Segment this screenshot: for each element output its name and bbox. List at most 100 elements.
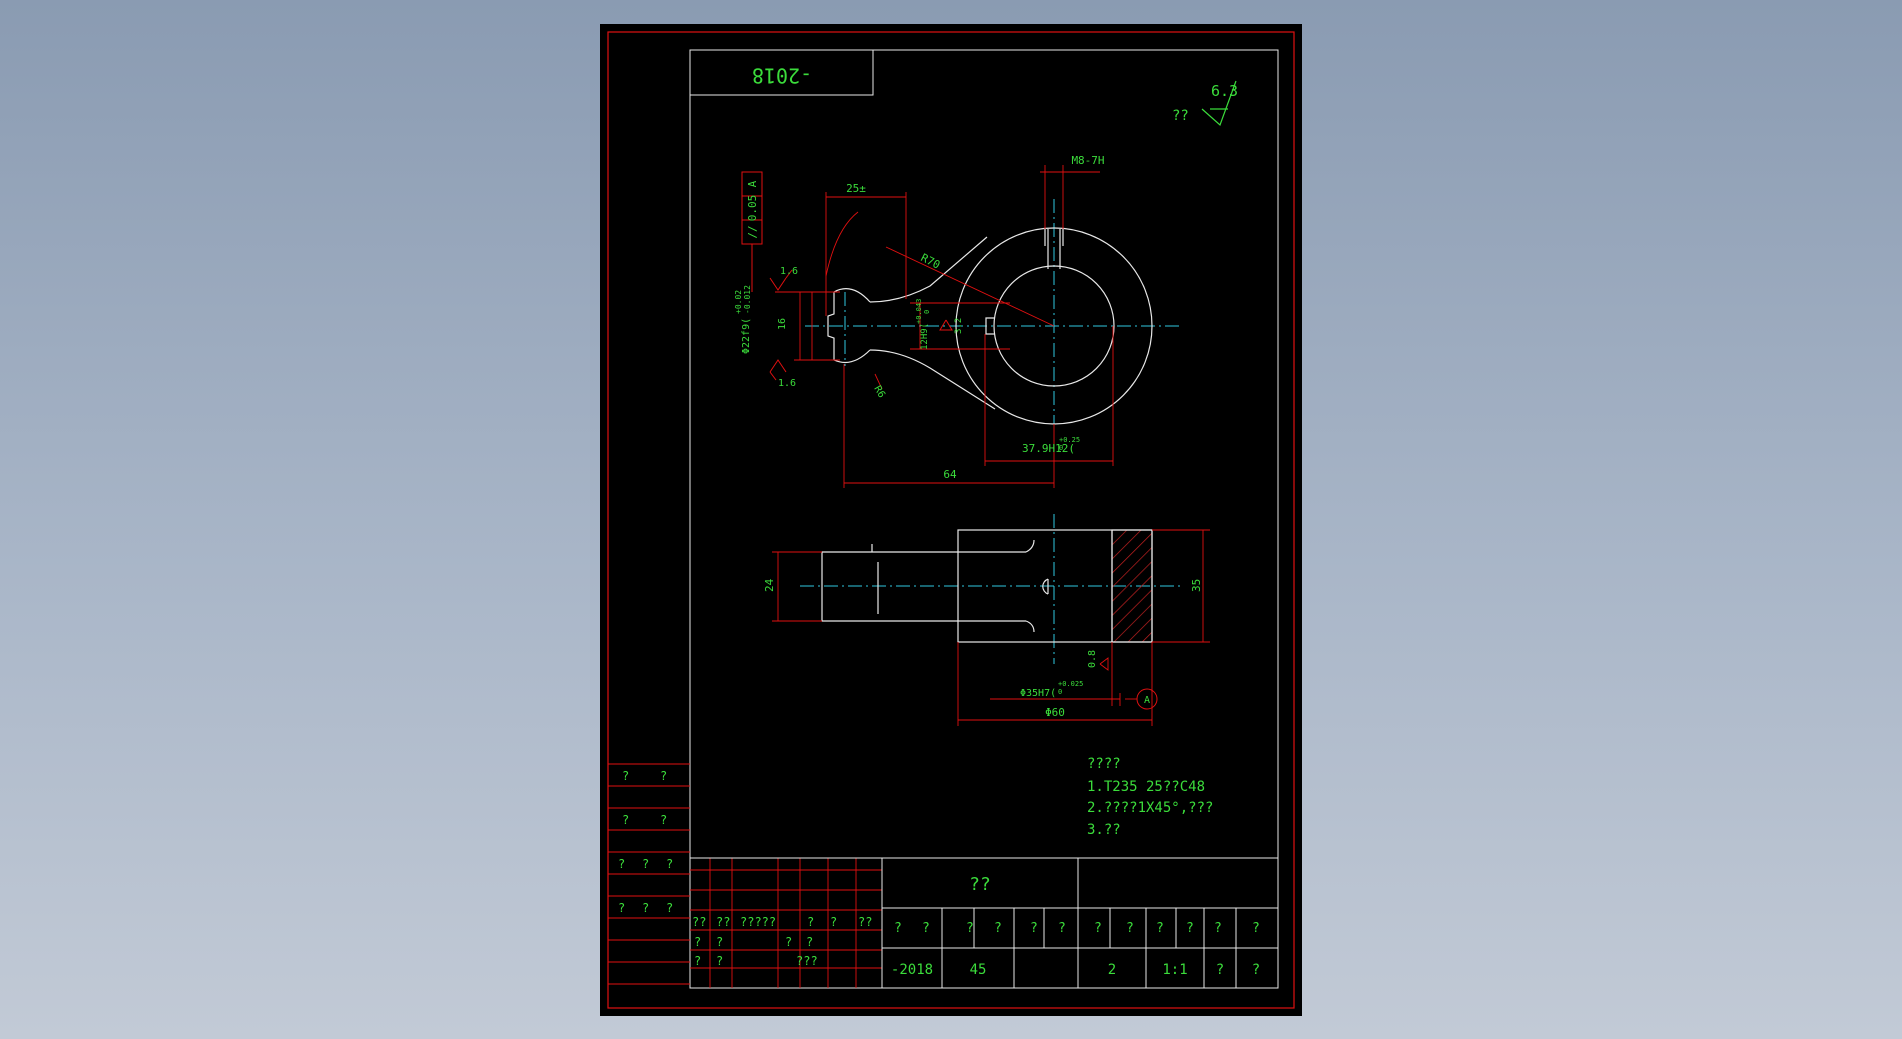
dim-dia-35-tol: +0.025 [1058, 680, 1083, 688]
top-view-dimension-lines [775, 165, 1114, 488]
dim-dia-22: Φ22f9( [741, 318, 752, 354]
parallelism-frame: 0.05 A // [741, 171, 763, 292]
notes-line-1: 1.T235 25??C48 [1087, 779, 1205, 795]
tb-head-10: ? [1186, 921, 1194, 936]
tb-left-r1-c2: ?? [716, 915, 730, 929]
tb-head-2: ? [922, 921, 930, 936]
roughness-symbol [1201, 80, 1237, 127]
tb-left-r2-c2: ? [716, 935, 723, 949]
lever-arm [827, 236, 996, 410]
front-view: A 24 35 0.8 Φ35H7( +0.025 0 Φ60 [763, 514, 1210, 726]
top-view: 0.05 A // 25± M8-7H R70 1.6 1.6 Φ22f9( +… [734, 154, 1180, 488]
dim-bore-37-tol2: 0 [1059, 444, 1063, 452]
tb-head-8: ? [1126, 921, 1134, 936]
dim-length-64: 64 [943, 468, 957, 481]
tb-left-r3-c4: ??? [796, 954, 818, 968]
technical-notes: ???? 1.T235 25??C48 2.????1X45°,??? 3.?? [1087, 756, 1213, 838]
hatched-section [1111, 529, 1153, 643]
dim-height-24: 24 [763, 578, 776, 592]
tb-left-r3-c2: ? [716, 954, 723, 968]
side-label-1a: ? [622, 769, 629, 783]
tb-left-r1-c6: ?? [858, 915, 872, 929]
tb-sheet: ? [1216, 962, 1224, 978]
dim-radius-6: R6 [871, 384, 887, 400]
tb-head-1: ? [894, 921, 902, 936]
side-label-3c: ? [666, 857, 673, 871]
rough-32: 3.2 [954, 318, 964, 334]
tb-head-11: ? [1214, 921, 1222, 936]
parallel-ref: A [746, 180, 759, 187]
tb-part-number: -2018 [891, 962, 933, 978]
tb-left-r1-c1: ?? [692, 915, 706, 929]
tb-left-r2-c4: ? [785, 935, 792, 949]
tb-scale: 1:1 [1162, 962, 1187, 978]
tb-head-7: ? [1094, 921, 1102, 936]
sheet-background [600, 24, 1302, 1016]
tb-head-6: ? [1058, 921, 1066, 936]
dim-thread: M8-7H [1071, 154, 1104, 167]
side-label-3a: ? [618, 857, 625, 871]
tb-left-r2-c5: ? [806, 935, 813, 949]
drawing-number-box: -2018 [689, 49, 874, 96]
dim-width-12-tol2: 0 [923, 310, 931, 314]
tb-left-r2-c1: ? [694, 935, 701, 949]
side-label-1b: ? [660, 769, 667, 783]
notes-title: ???? [1087, 756, 1121, 772]
title-block-right-grid [690, 857, 1278, 988]
side-strip [608, 763, 690, 985]
dim-bore-37-tol: +0.25 [1059, 436, 1080, 444]
roughness-marks [769, 269, 953, 381]
tb-material: 45 [970, 962, 987, 978]
front-view-outline [821, 529, 1153, 643]
drawing-number: -2018 [752, 64, 812, 88]
title-block: ?? ?? ?? ????? ? ? ?? ? ? ? ? ? ? ??? ? … [690, 857, 1278, 988]
tb-left-r1-c4: ? [807, 915, 814, 929]
keyway [985, 317, 995, 335]
tb-left-r1-c3: ????? [740, 915, 776, 929]
thread-hole [1044, 229, 1064, 269]
side-label-2a: ? [622, 813, 629, 827]
side-label-2b: ? [660, 813, 667, 827]
title-block-name: ?? [969, 874, 991, 895]
tb-head-12: ? [1252, 921, 1260, 936]
tb-head-9: ? [1156, 921, 1164, 936]
dim-height-16: 16 [777, 318, 788, 330]
notes-line-3: 3.?? [1087, 822, 1121, 838]
tb-left-r1-c5: ? [830, 915, 837, 929]
outer-frame [607, 31, 1295, 1009]
inner-border [689, 49, 1279, 989]
tb-head-4: ? [994, 921, 1002, 936]
dim-tol-lower: -0.012 [743, 285, 752, 314]
side-label-4b: ? [642, 901, 649, 915]
parallel-value: 0.05 [746, 195, 759, 222]
dim-bore-37: 37.9H12( [1022, 442, 1075, 455]
drawing-sheet: -2018 6.3 ?? [600, 24, 1302, 1016]
parallel-symbol: // [746, 225, 759, 238]
tb-sheets: ? [1252, 962, 1260, 978]
rough-upper: 1.6 [780, 266, 798, 277]
tb-quantity: 2 [1108, 962, 1116, 978]
datum-label: A [1144, 695, 1150, 706]
inner-bore [993, 265, 1115, 387]
roughness-other-label: ?? [1172, 108, 1189, 124]
dim-width-12-tol: +0.043 [915, 299, 923, 324]
dim-width-12: 12H9( [920, 323, 930, 350]
dim-dia-35-tol2: 0 [1058, 688, 1062, 696]
front-view-dimension-lines [772, 529, 1210, 726]
tb-left-r3-c1: ? [694, 954, 701, 968]
dim-height-35: 35 [1190, 579, 1203, 592]
dim-tol-upper: +0.02 [734, 290, 743, 314]
dim-width-25: 25± [846, 182, 866, 195]
title-block-left-grid [690, 858, 882, 988]
side-label-3b: ? [642, 857, 649, 871]
tb-head-3: ? [966, 921, 974, 936]
side-label-4c: ? [666, 901, 673, 915]
roughness-value: 6.3 [1211, 82, 1238, 100]
rough-08: 0.8 [1087, 650, 1098, 668]
notes-line-2: 2.????1X45°,??? [1087, 800, 1213, 816]
tb-head-5: ? [1030, 921, 1038, 936]
datum-circle [1136, 688, 1158, 710]
dim-dia-60: Φ60 [1045, 706, 1065, 719]
dim-dia-35: Φ35H7( [1020, 688, 1056, 699]
